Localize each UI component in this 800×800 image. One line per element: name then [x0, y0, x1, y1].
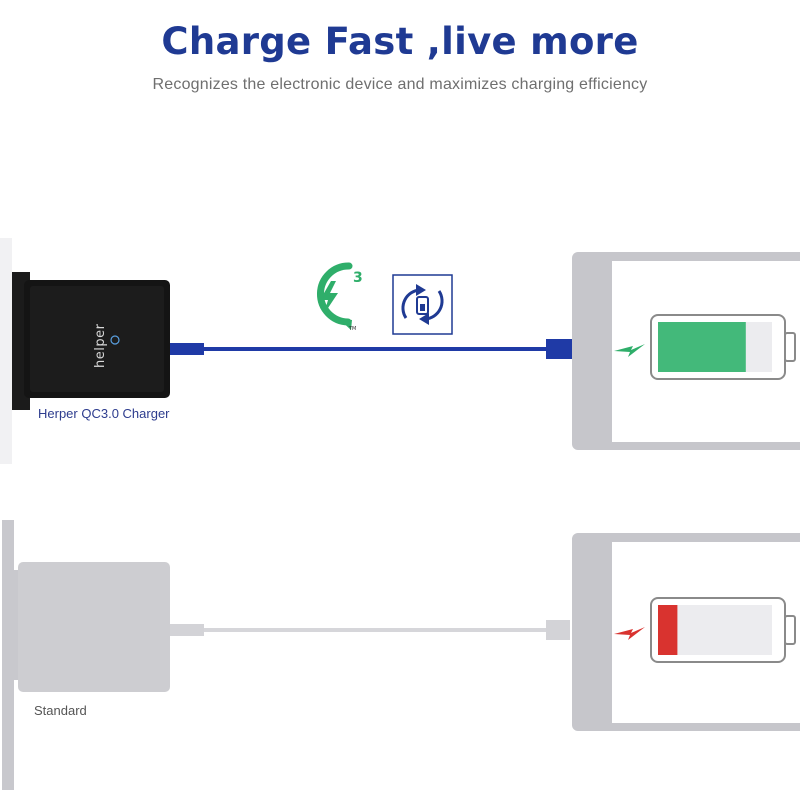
quick-charge-3-icon: 3 TM [317, 262, 363, 332]
standard-cable [170, 620, 570, 640]
qc-badge-superscript: 3 [353, 270, 363, 286]
standard-bolt-icon [614, 627, 645, 640]
qc-charger: helper [12, 272, 170, 410]
wall-strip-top [0, 238, 12, 464]
standard-battery-fill [658, 605, 678, 655]
charger-logo-dot [110, 335, 120, 345]
standard-charger [14, 562, 170, 692]
charger-brand-logo: helper [93, 323, 108, 368]
adaptive-charging-icon [392, 274, 453, 335]
page-title: Charge Fast ,live more [161, 20, 639, 63]
standard-charger-label: Standard [34, 703, 87, 718]
fast-battery [650, 314, 796, 380]
fast-bolt-icon [614, 344, 645, 357]
qc-cable [170, 339, 572, 359]
wall-strip-bottom [2, 520, 14, 790]
page-subtitle: Recognizes the electronic device and max… [152, 76, 648, 93]
standard-battery [650, 597, 796, 663]
qc-charger-label: Herper QC3.0 Charger [38, 406, 170, 421]
qc-badge-trademark: TM [348, 326, 356, 332]
fast-battery-fill [658, 322, 746, 372]
